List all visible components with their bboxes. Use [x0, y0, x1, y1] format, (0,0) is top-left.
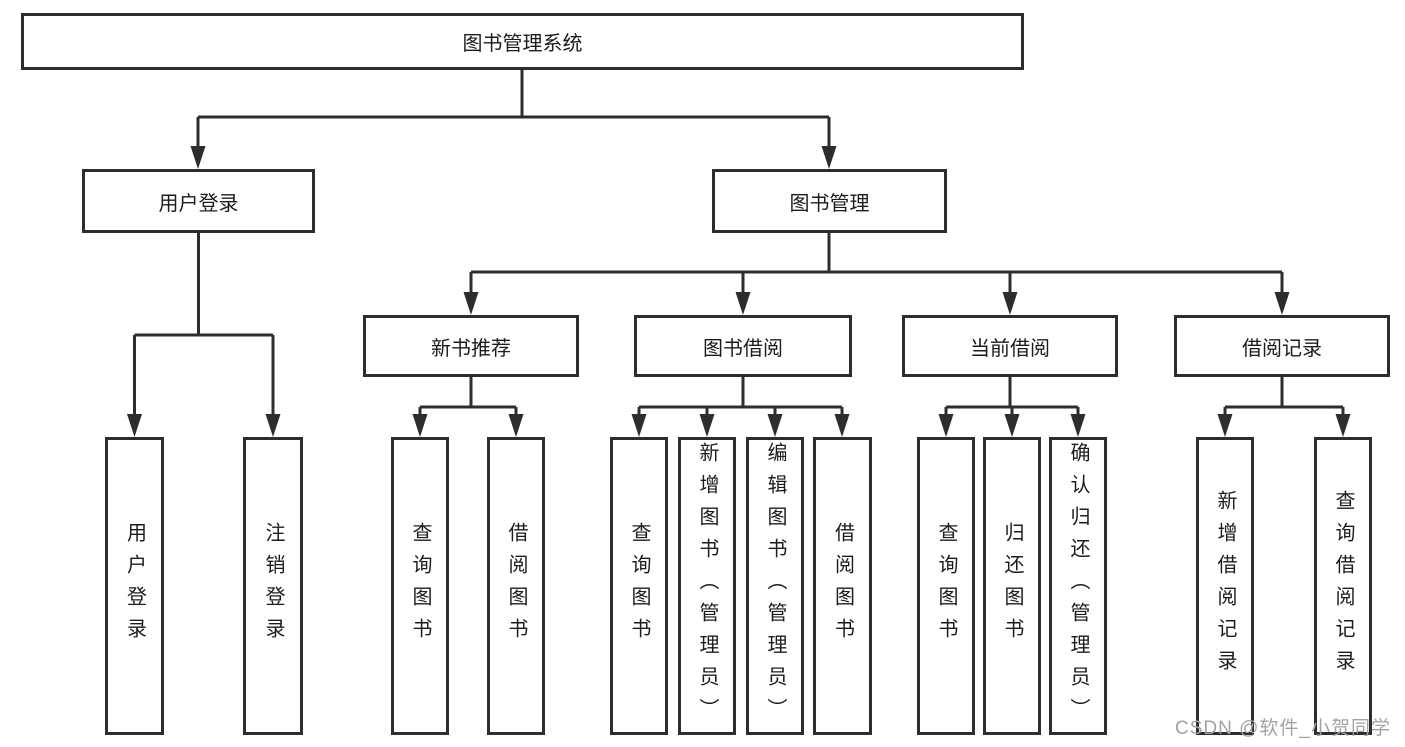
leaf-logout-label: 注销登录: [262, 522, 284, 650]
leaf-borrow-books-label: 借阅图书: [831, 522, 854, 650]
leaf-query-books-recommend-label: 查询图书: [409, 522, 431, 650]
leaf-borrow-books-recommend-label: 借阅图书: [505, 522, 527, 650]
leaf-query-borrow-record-label: 查询借阅记录: [1332, 490, 1354, 682]
leaf-add-borrow-record: 新增借阅记录: [1196, 437, 1254, 735]
node-current-borrowing: 当前借阅: [902, 315, 1118, 377]
leaf-query-books-recommend: 查询图书: [391, 437, 449, 735]
leaf-return-book-label: 归还图书: [1001, 522, 1023, 650]
leaf-edit-book-admin-label: 编辑图书（管理员）: [764, 442, 786, 730]
leaf-edit-book-admin: 编辑图书（管理员）: [746, 437, 804, 735]
leaf-add-book-admin: 新增图书（管理员）: [678, 437, 736, 735]
leaf-query-books-borrowing-label: 查询图书: [628, 522, 650, 650]
leaf-borrow-books-recommend: 借阅图书: [487, 437, 545, 735]
leaf-add-book-admin-label: 新增图书（管理员）: [696, 442, 718, 730]
leaf-confirm-return-admin-label: 确认归还（管理员）: [1067, 442, 1089, 730]
leaf-query-books-borrowing: 查询图书: [610, 437, 668, 735]
leaf-query-books-current-label: 查询图书: [935, 522, 957, 650]
node-book-management: 图书管理: [712, 169, 947, 233]
csdn-watermark: CSDN @软件_小贺同学: [1175, 718, 1391, 739]
leaf-add-borrow-record-label: 新增借阅记录: [1214, 490, 1236, 682]
leaf-user-login: 用户登录: [105, 437, 164, 735]
node-new-book-recommend: 新书推荐: [363, 315, 579, 377]
leaf-return-book: 归还图书: [983, 437, 1041, 735]
leaf-logout: 注销登录: [243, 437, 303, 735]
leaf-user-login-label: 用户登录: [123, 522, 146, 650]
leaf-query-borrow-record: 查询借阅记录: [1314, 437, 1372, 735]
node-borrowing-records: 借阅记录: [1174, 315, 1390, 377]
node-library-management-system: 图书管理系统: [21, 13, 1024, 70]
node-user-login: 用户登录: [82, 169, 315, 233]
node-book-borrowing: 图书借阅: [634, 315, 852, 377]
leaf-query-books-current: 查询图书: [917, 437, 975, 735]
leaf-borrow-books: 借阅图书: [813, 437, 872, 735]
leaf-confirm-return-admin: 确认归还（管理员）: [1049, 437, 1107, 735]
